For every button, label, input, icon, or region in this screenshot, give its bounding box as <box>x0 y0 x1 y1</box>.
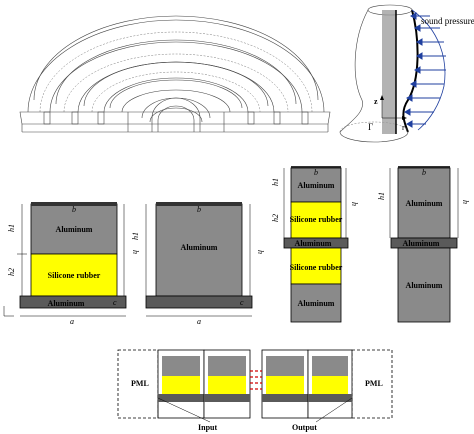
dim-h1-label-4: h1 <box>377 192 386 200</box>
dim-h2-label: h2 <box>7 268 16 276</box>
dim-b-label-2: b <box>197 205 201 214</box>
aluminum-full-block <box>155 203 243 297</box>
silicone-block-a <box>290 201 342 239</box>
aluminum-base-label: Aluminum <box>48 299 85 308</box>
aluminum-label-4mid: Aluminum <box>403 239 440 248</box>
aluminum-top-block <box>30 203 118 255</box>
silicone-rubber-layer <box>30 253 118 297</box>
z-axis-label: z <box>374 97 378 106</box>
pml-left-label: PML <box>131 379 149 388</box>
output-label: Output <box>292 423 317 432</box>
silicone-rubber-label: Silicone rubber <box>48 271 101 280</box>
dim-a-label: a <box>70 317 74 326</box>
silicone-block-b <box>290 247 342 285</box>
input-label: Input <box>198 423 217 432</box>
aluminum-label-3mid: Aluminum <box>295 239 332 248</box>
pml-left-region <box>117 349 159 419</box>
aluminum-label: Aluminum <box>56 225 93 234</box>
dim-h2-label-3: h2 <box>271 214 280 222</box>
supercell-stacked-bilayer: Aluminum Silicone rubber Aluminum Silico… <box>271 166 359 323</box>
aluminum-label-4a: Aluminum <box>406 199 443 208</box>
dim-b-label-3: b <box>314 168 318 177</box>
silicone-label-3a: Silicone rubber <box>290 215 343 224</box>
dim-h-label: h <box>131 250 140 254</box>
dim-c-label: c <box>113 298 117 307</box>
silicone-label-3b: Silicone rubber <box>290 263 343 272</box>
dim-h-label-2: h <box>256 250 265 254</box>
dim-b-label: b <box>72 205 76 214</box>
unit-cell-aluminum: Aluminum b c h1 h a <box>131 202 265 326</box>
pml-right-label: PML <box>365 379 383 388</box>
aluminum-block-a <box>290 167 342 203</box>
r-axis-label: r <box>402 123 405 132</box>
dim-h1-label: h1 <box>7 224 16 232</box>
dim-h1-label-2: h1 <box>131 232 140 240</box>
aluminum-label-3a: Aluminum <box>298 181 335 190</box>
base-plate-2 <box>145 295 253 309</box>
dim-b-label-4: b <box>422 168 426 177</box>
aluminum-block-b <box>290 283 342 323</box>
pml-transmission-setup: PML PML Input Output <box>117 349 393 432</box>
axisymmetric-sound-pressure-sketch: sound pressure z r Γ <box>339 4 474 143</box>
dim-h-label-4: h <box>461 200 470 204</box>
aluminum-label-3b: Aluminum <box>298 299 335 308</box>
dim-c-label-2: c <box>240 298 244 307</box>
dim-h1-label-3: h1 <box>271 178 280 186</box>
half-ring-3d-model <box>19 15 331 133</box>
aluminum-block-d <box>397 247 451 323</box>
cross-section-plane <box>382 10 396 134</box>
periodic-link-dashes <box>250 370 262 390</box>
sound-pressure-label: sound pressure <box>421 16 474 26</box>
unit-cell-bilayer: Aluminum Silicone rubber Aluminum b c h1… <box>3 202 140 326</box>
gamma-label: Γ <box>368 122 373 132</box>
aluminum-block-c <box>397 167 451 239</box>
aluminum-label-2: Aluminum <box>181 243 218 252</box>
supercell-stacked-aluminum: Aluminum Aluminum Aluminum b h1 h <box>377 166 470 323</box>
dim-h-label-3: h <box>350 202 359 206</box>
dim-a-label-2: a <box>197 317 201 326</box>
aluminum-label-4b: Aluminum <box>406 281 443 290</box>
base-plate <box>19 295 127 309</box>
pressure-arrows <box>404 12 446 128</box>
